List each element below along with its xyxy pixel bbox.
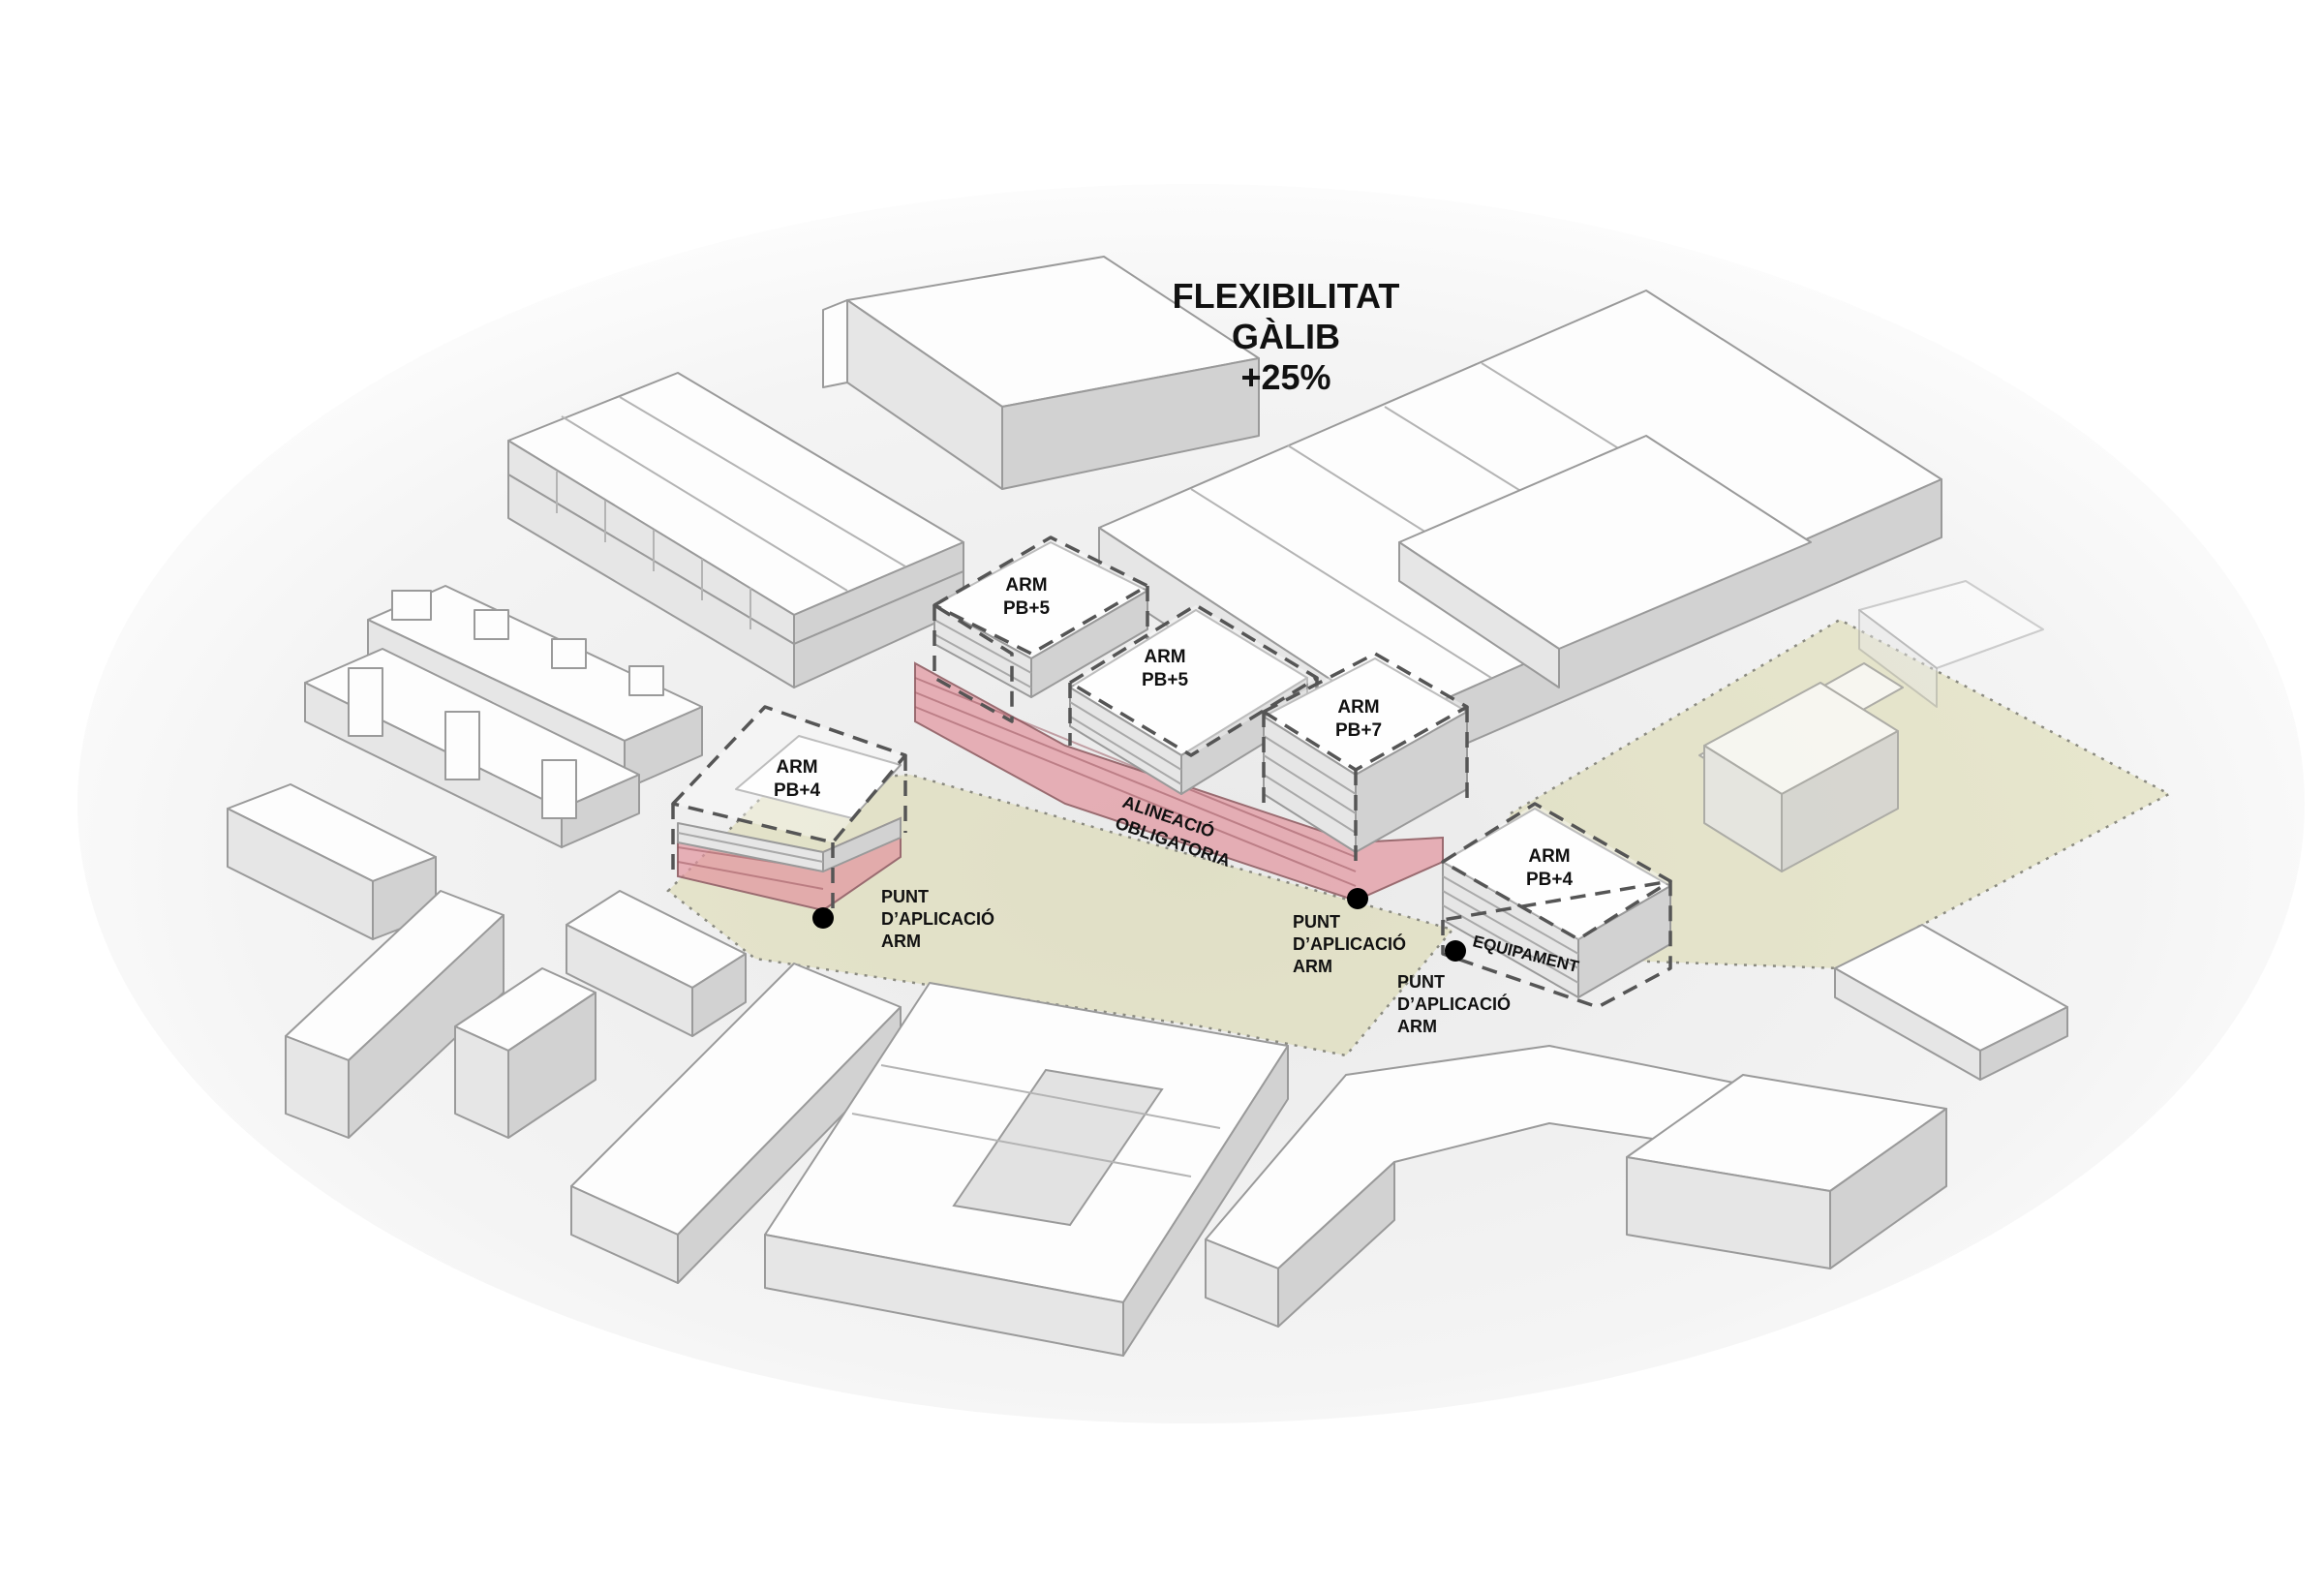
building-front-courtyard <box>764 982 1289 1357</box>
building-west-small-2 <box>454 967 596 1139</box>
building-west-long <box>285 890 505 1139</box>
volume-label-3: ARM PB+7 <box>1335 697 1382 741</box>
arm-volume-pb5-b <box>1068 603 1319 795</box>
arm-volume-pb7 <box>1262 652 1469 862</box>
title-line2: GÀLIB <box>1232 317 1340 356</box>
building-back-right-step <box>1398 435 1812 688</box>
svg-text:PB+4: PB+4 <box>774 780 820 801</box>
volume-label-5: ARM PB+4 <box>1526 846 1573 890</box>
point-label-west: PUNT D’APLICACIÓ ARM <box>881 887 994 951</box>
volume-label-1: ARM PB+5 <box>1003 575 1050 619</box>
arm-volume-pb4-west <box>671 705 907 910</box>
svg-text:PB+4: PB+4 <box>1526 870 1573 890</box>
main-title: FLEXIBILITAT GÀLIB +25% <box>1173 276 1400 397</box>
point-marker-east <box>1445 940 1466 962</box>
arm-volume-pb4-east <box>1441 802 1672 1009</box>
svg-text:D’APLICACIÓ: D’APLICACIÓ <box>881 908 994 929</box>
building-east-ghost <box>1698 580 2044 872</box>
svg-text:ARM: ARM <box>1293 957 1332 976</box>
point-label-east: PUNT D’APLICACIÓ ARM <box>1397 972 1511 1036</box>
building-row-west-2 <box>304 648 640 848</box>
building-front-curved <box>1205 1045 1744 1328</box>
svg-text:ARM: ARM <box>1144 647 1185 667</box>
svg-text:PUNT: PUNT <box>1293 912 1340 932</box>
building-west-small-3 <box>566 890 747 1037</box>
svg-text:PB+7: PB+7 <box>1335 720 1382 741</box>
volume-label-2: ARM PB+5 <box>1142 647 1188 690</box>
svg-text:ARM: ARM <box>881 932 921 951</box>
title-line1: FLEXIBILITAT <box>1173 276 1400 316</box>
svg-text:D’APLICACIÓ: D’APLICACIÓ <box>1293 933 1406 954</box>
svg-text:ARM: ARM <box>1528 846 1570 867</box>
svg-text:ARM: ARM <box>1397 1017 1437 1036</box>
point-marker-center <box>1347 888 1368 909</box>
building-back-long <box>822 256 1260 490</box>
svg-text:PUNT: PUNT <box>1397 972 1445 992</box>
building-front-east <box>1626 1074 1947 1269</box>
building-row-north <box>507 372 964 688</box>
building-east-low <box>1834 924 2068 1081</box>
point-label-center: PUNT D’APLICACIÓ ARM <box>1293 912 1406 976</box>
svg-text:PB+5: PB+5 <box>1003 598 1050 619</box>
title-line3: +25% <box>1240 357 1330 397</box>
svg-text:ARM: ARM <box>1005 575 1047 596</box>
svg-text:PUNT: PUNT <box>881 887 929 906</box>
point-marker-west <box>812 907 834 929</box>
volume-label-4: ARM PB+4 <box>774 757 820 801</box>
svg-text:D’APLICACIÓ: D’APLICACIÓ <box>1397 994 1511 1014</box>
svg-text:PB+5: PB+5 <box>1142 670 1188 690</box>
svg-text:ARM: ARM <box>1337 697 1379 718</box>
building-front-west <box>570 963 902 1284</box>
arm-volume-pb5-a <box>933 535 1149 723</box>
svg-text:ARM: ARM <box>776 757 817 778</box>
